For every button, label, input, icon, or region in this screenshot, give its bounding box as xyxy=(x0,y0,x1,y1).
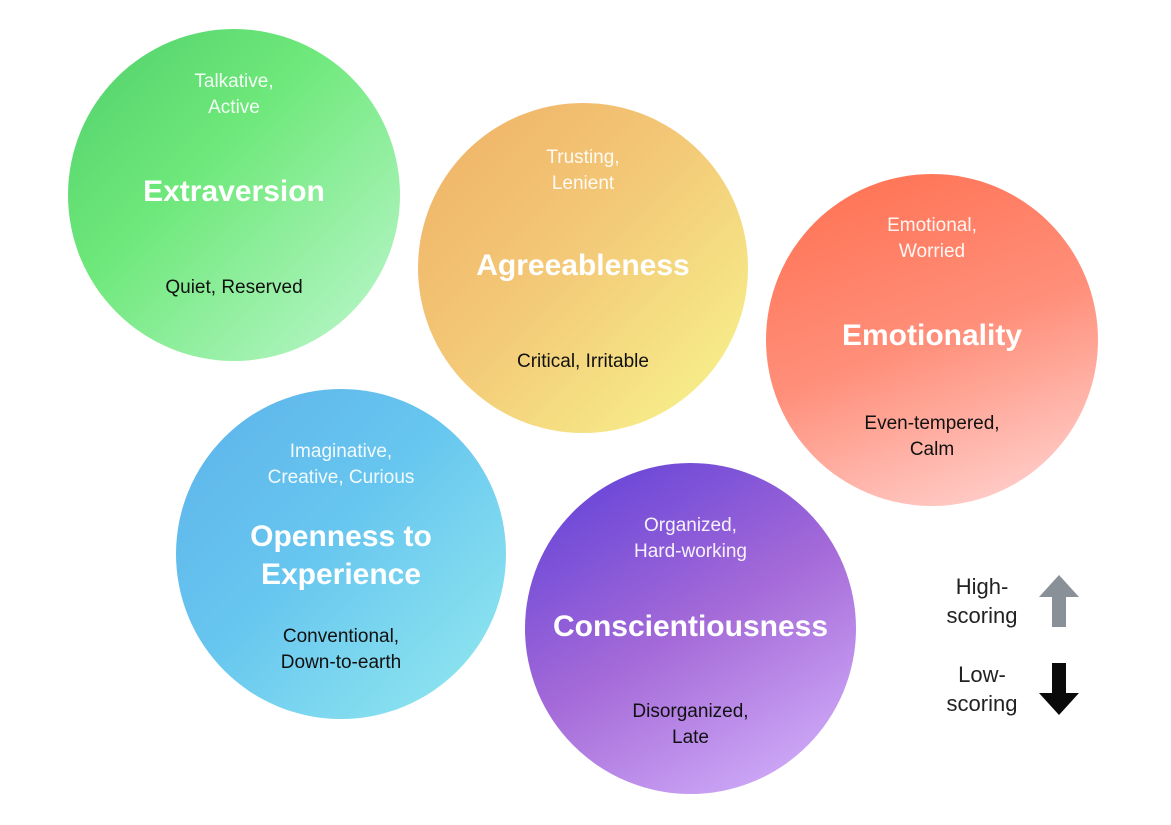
trait-title: Agreeableness xyxy=(476,249,690,282)
trait-title: Emotionality xyxy=(841,319,1022,352)
trait-circle-agreeableness: Trusting, Lenient Agreeableness Critical… xyxy=(418,103,748,433)
high-scoring-traits: Emotional, Worried xyxy=(887,215,977,262)
low-scoring-traits: Critical, Irritable xyxy=(517,351,649,372)
high-scoring-traits: Trusting, Lenient xyxy=(546,147,620,194)
arrow-down-icon xyxy=(1039,663,1079,715)
trait-title: Conscientiousness xyxy=(552,610,829,643)
trait-circle-conscientiousness: Organized, Hard-working Conscientiousnes… xyxy=(525,463,856,794)
trait-circle-emotionality: Emotional, Worried Emotionality Even-tem… xyxy=(766,174,1098,506)
trait-circle-openness: Imaginative, Creative, Curious Openness … xyxy=(176,389,506,719)
legend-high-label: High- scoring xyxy=(946,574,1018,628)
high-scoring-traits: Organized, Hard-working xyxy=(634,515,747,562)
trait-title: Openness to Experience xyxy=(250,520,432,591)
low-scoring-traits: Conventional, Down-to-earth xyxy=(280,626,402,673)
legend-low-label: Low- scoring xyxy=(946,662,1018,716)
low-scoring-traits: Quiet, Reserved xyxy=(165,277,303,298)
arrow-up-icon xyxy=(1039,575,1079,627)
trait-title: Extraversion xyxy=(143,175,325,208)
high-scoring-traits: Talkative, Active xyxy=(194,71,274,118)
low-scoring-traits: Even-tempered, Calm xyxy=(864,413,1000,460)
high-scoring-traits: Imaginative, Creative, Curious xyxy=(267,441,415,488)
trait-circle-extraversion: Talkative, Active Extraversion Quiet, Re… xyxy=(68,29,400,361)
low-scoring-traits: Disorganized, Late xyxy=(632,701,749,748)
